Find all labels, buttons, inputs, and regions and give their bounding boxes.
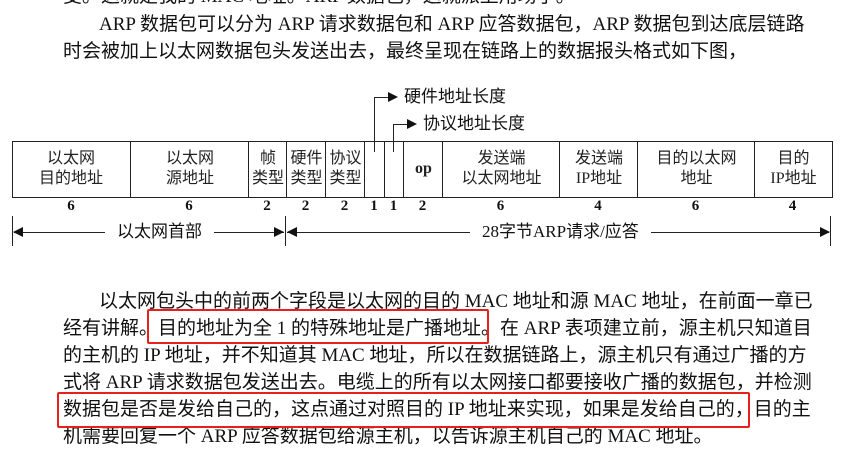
field-size: 1 — [370, 198, 378, 214]
field-size: 1 — [389, 198, 398, 214]
field-label: 类型 — [290, 170, 323, 187]
arrow-right-icon — [820, 227, 830, 237]
field-size: 6 — [496, 198, 505, 214]
span-tick — [285, 216, 286, 246]
field-size: 6 — [67, 198, 75, 214]
field-label: 硬件 — [290, 150, 323, 167]
field-eth-src: 以太网源地址 — [130, 141, 249, 197]
callout-line-hw — [374, 97, 375, 152]
callout-proto-len: 协议地址长度 — [423, 114, 525, 133]
text-line-clipped: 变。这就是我的 MAC 地址。ARP 数据包，这就派上用场了。 — [63, 0, 575, 11]
field-label: 目的 — [777, 150, 810, 167]
callout-hw-len: 硬件地址长度 — [404, 87, 506, 106]
text-line: 数据包是否是发给自己的，这点通过对照目的 IP 地址来实现，如果是发给自己的，目… — [63, 399, 811, 420]
text-line: 经有讲解。目的地址为全 1 的特殊地址是广播地址。在 ARP 表项建立前，源主机… — [63, 318, 812, 339]
arrow-right-icon — [274, 227, 284, 237]
field-size: 6 — [185, 198, 193, 214]
field-label: IP地址 — [770, 170, 817, 187]
arrow-left-icon — [13, 227, 23, 237]
field-size: 2 — [340, 198, 349, 214]
field-label: op — [415, 160, 432, 177]
callout-line-proto — [393, 124, 407, 125]
field-label: 以太网 — [165, 150, 214, 167]
field-hw-type: 硬件类型 — [286, 141, 326, 197]
field-label: 以太网地址 — [461, 170, 542, 187]
field-frame-type: 帧类型 — [248, 141, 287, 197]
arrow-right-icon — [407, 119, 417, 129]
field-size: 2 — [418, 198, 427, 214]
field-hw-len — [364, 141, 385, 197]
field-label: 类型 — [329, 170, 362, 187]
field-target-ip: 目的 IP地址 — [754, 141, 832, 197]
field-label: 地址 — [680, 170, 713, 187]
span-tick — [830, 216, 831, 246]
field-size: 4 — [788, 198, 797, 214]
field-sender-ip: 发送端 IP地址 — [559, 141, 638, 197]
text-line: ARP 数据包可以分为 ARP 请求数据包和 ARP 应答数据包，ARP 数据包… — [99, 14, 805, 35]
field-label: 协议 — [329, 150, 362, 167]
text-line: 时会被加上以太网数据包头发送出去，最终呈现在链路上的数据报头格式如下图， — [63, 41, 748, 62]
field-label: 发送端 — [574, 150, 623, 167]
text-line: 以太网包头中的前两个字段是以太网的目的 MAC 地址和源 MAC 地址，在前面一… — [99, 291, 813, 312]
field-size: 2 — [301, 198, 310, 214]
field-proto-type: 协议类型 — [325, 141, 365, 197]
field-label: 类型 — [251, 170, 284, 187]
span-tick — [12, 216, 13, 246]
field-size: 2 — [263, 198, 271, 214]
highlight-box-ip-check — [57, 392, 750, 428]
field-proto-len — [384, 141, 404, 197]
field-target-mac: 目的以太网地址 — [637, 141, 755, 197]
callout-line-hw — [374, 97, 388, 98]
field-eth-dest: 以太网目的地址 — [12, 141, 130, 197]
arrow-left-icon — [287, 227, 297, 237]
field-label: 源地址 — [165, 170, 214, 187]
field-label: 目的地址 — [38, 170, 103, 187]
span-arp: 28字节ARP请求/应答 — [470, 222, 651, 242]
text-line: 的主机的 IP 地址，并不知道其 MAC 地址，所以在数据链路上，源主机只有通过… — [63, 345, 807, 366]
field-size: 6 — [691, 198, 700, 214]
text-line: 机需要回复一个 ARP 应答数据包给源主机，以告诉源主机自己的 MAC 地址。 — [63, 426, 713, 447]
frame-outline — [12, 141, 833, 198]
arrow-right-icon — [388, 92, 398, 102]
field-label: IP地址 — [575, 170, 623, 187]
span-ethernet-header: 以太网首部 — [105, 222, 214, 242]
text-line: 式将 ARP 请求数据包发送出去。电缆上的所有以太网接口都要接收广播的数据包，并… — [63, 372, 812, 393]
field-sender-mac: 发送端以太网地址 — [442, 141, 560, 197]
field-size: 4 — [594, 198, 602, 214]
field-label: 帧 — [259, 150, 276, 167]
field-label: 目的以太网 — [656, 150, 737, 167]
field-op: op — [403, 141, 443, 197]
callout-line-proto — [393, 124, 394, 152]
field-label: 发送端 — [477, 150, 526, 167]
field-label: 以太网 — [46, 150, 95, 167]
highlight-box-broadcast — [147, 309, 489, 344]
